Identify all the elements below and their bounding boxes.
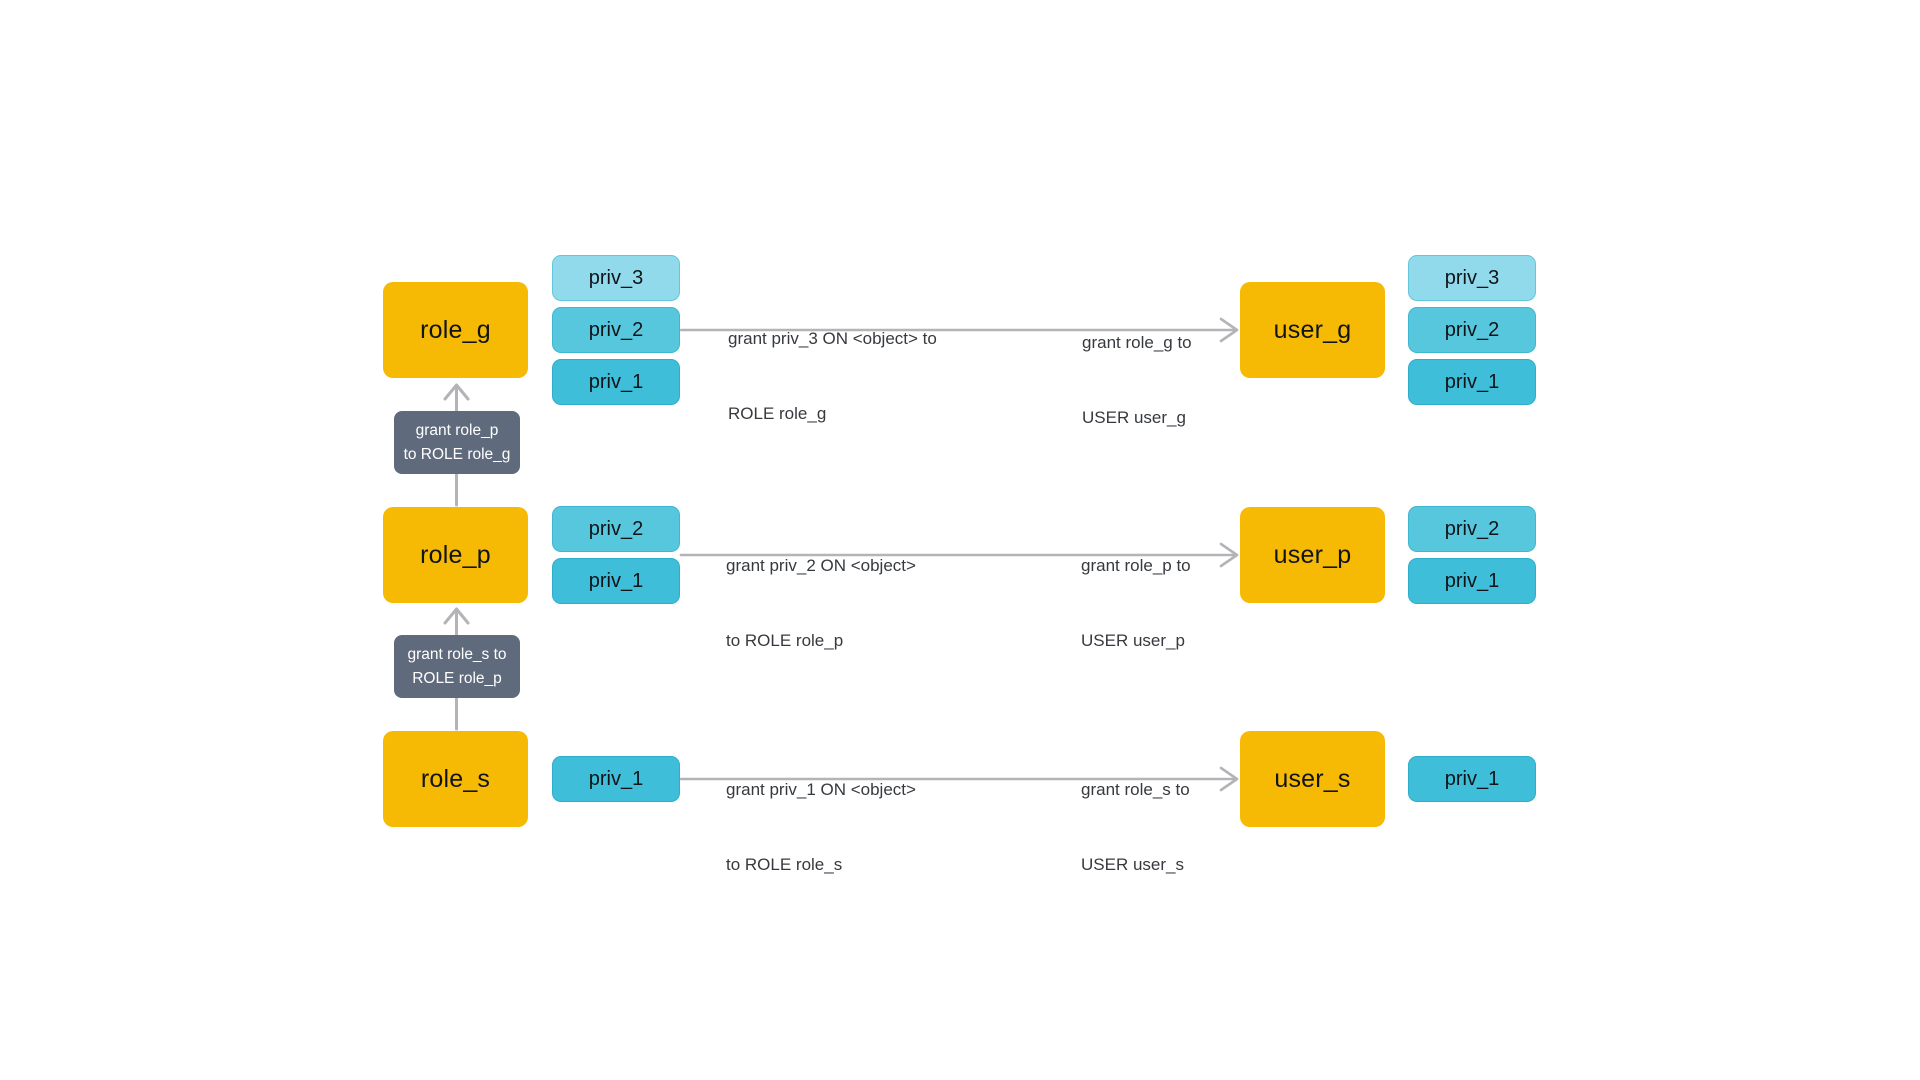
grant-box-line: ROLE role_p: [412, 669, 502, 687]
priv-badge-role-s-1: priv_1: [552, 756, 680, 802]
user-node-label: user_s: [1274, 764, 1351, 793]
label-line: ROLE role_g: [728, 404, 827, 423]
node-user-s: user_s: [1240, 731, 1385, 827]
user-node-label: user_p: [1273, 540, 1352, 569]
label-line: to ROLE role_p: [726, 631, 844, 650]
priv-badge-label: priv_2: [588, 517, 644, 540]
node-user-p: user_p: [1240, 507, 1385, 603]
role-node-label: role_p: [420, 540, 491, 569]
label-line: grant role_p to: [1081, 556, 1191, 575]
grant-role-box-p-to-g: grant role_p to ROLE role_g: [394, 411, 520, 474]
grant-user-label-g: grant role_g to USER user_g: [1082, 280, 1192, 480]
node-role-g: role_g: [383, 282, 528, 378]
priv-badge-label: priv_1: [588, 767, 644, 790]
priv-badge-label: priv_2: [1444, 517, 1500, 540]
node-role-p: role_p: [383, 507, 528, 603]
label-line: grant priv_3 ON <object> to: [728, 329, 937, 348]
arrowhead-right-icon: [1219, 542, 1239, 568]
grant-priv-label-g: grant priv_3 ON <object> to ROLE role_g: [728, 276, 937, 476]
arrowhead-right-icon: [1219, 317, 1239, 343]
role-node-label: role_s: [420, 764, 491, 793]
priv-badge-user-p-1: priv_1: [1408, 558, 1536, 604]
priv-badge-role-g-3: priv_3: [552, 255, 680, 301]
arrowhead-right-icon: [1219, 766, 1239, 792]
priv-badge-role-p-1: priv_1: [552, 558, 680, 604]
priv-badge-label: priv_1: [1444, 370, 1500, 393]
priv-badge-user-g-2: priv_2: [1408, 307, 1536, 353]
priv-badge-role-p-2: priv_2: [552, 506, 680, 552]
label-line: grant priv_2 ON <object>: [726, 556, 916, 575]
arrowhead-up-icon: [443, 607, 470, 625]
priv-badge-user-p-2: priv_2: [1408, 506, 1536, 552]
grant-user-label-p: grant role_p to USER user_p: [1081, 503, 1191, 703]
grant-box-line: to ROLE role_g: [403, 445, 511, 463]
label-line: grant role_g to: [1082, 333, 1192, 352]
priv-badge-label: priv_1: [1444, 569, 1500, 592]
label-line: USER user_s: [1081, 855, 1184, 874]
priv-badge-label: priv_3: [1444, 266, 1500, 289]
priv-badge-label: priv_2: [588, 318, 644, 341]
arrowhead-up-icon: [443, 383, 470, 401]
label-line: grant role_s to: [1081, 780, 1190, 799]
priv-badge-user-g-1: priv_1: [1408, 359, 1536, 405]
grant-priv-label-s: grant priv_1 ON <object> to ROLE role_s: [726, 727, 916, 927]
label-line: USER user_g: [1082, 408, 1186, 427]
label-line: grant priv_1 ON <object>: [726, 780, 916, 799]
grant-priv-label-p: grant priv_2 ON <object> to ROLE role_p: [726, 503, 916, 703]
priv-badge-user-s-1: priv_1: [1408, 756, 1536, 802]
node-role-s: role_s: [383, 731, 528, 827]
grant-box-line: grant role_p: [415, 422, 499, 439]
grant-role-box-s-to-p: grant role_s to ROLE role_p: [394, 635, 520, 698]
node-user-g: user_g: [1240, 282, 1385, 378]
priv-badge-label: priv_1: [1444, 767, 1500, 790]
priv-badge-user-g-3: priv_3: [1408, 255, 1536, 301]
priv-badge-label: priv_2: [1444, 318, 1500, 341]
user-node-label: user_g: [1273, 315, 1352, 344]
priv-badge-role-g-1: priv_1: [552, 359, 680, 405]
role-node-label: role_g: [420, 315, 491, 344]
grant-box-line: grant role_s to: [407, 646, 507, 663]
label-line: USER user_p: [1081, 631, 1185, 650]
priv-badge-label: priv_1: [588, 370, 644, 393]
priv-badge-label: priv_1: [588, 569, 644, 592]
priv-badge-role-g-2: priv_2: [552, 307, 680, 353]
priv-badge-label: priv_3: [588, 266, 644, 289]
label-line: to ROLE role_s: [726, 855, 843, 874]
grant-user-label-s: grant role_s to USER user_s: [1081, 727, 1190, 927]
